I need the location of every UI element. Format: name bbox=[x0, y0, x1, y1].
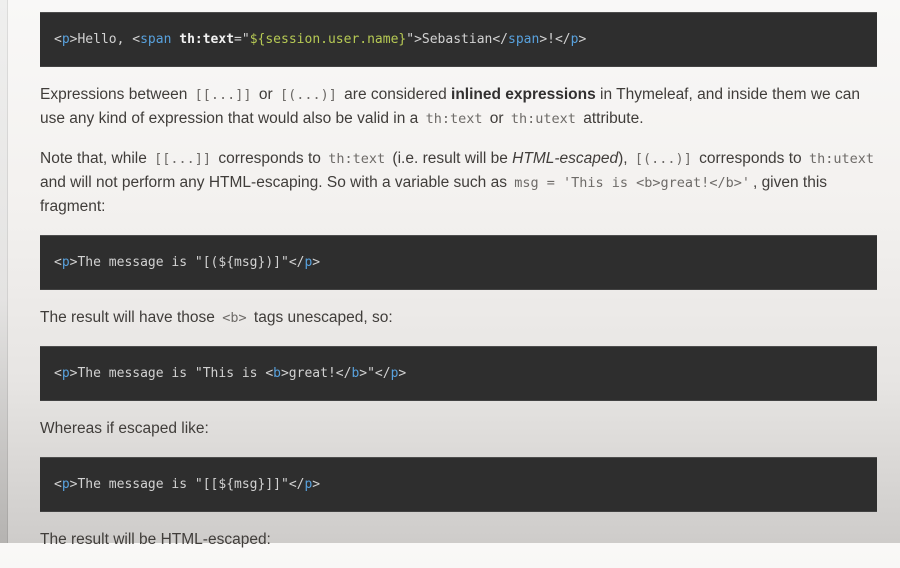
segment-pln: > bbox=[578, 32, 587, 47]
segment-text: Whereas if escaped like: bbox=[40, 420, 209, 437]
segment-pln: </ bbox=[554, 32, 571, 47]
segment-text: in Thymeleaf, and inside them we can use… bbox=[40, 86, 860, 127]
segment-code: [(...)] bbox=[634, 151, 692, 167]
segment-pln: >The message is "[[${msg}]]" bbox=[69, 477, 289, 492]
segment-tag: p bbox=[61, 477, 70, 492]
segment-text: Note that, while bbox=[40, 150, 152, 167]
segment-pln: =" bbox=[234, 32, 250, 47]
segment-i: HTML-escaped bbox=[512, 150, 619, 167]
segment-attr: th:text bbox=[179, 32, 235, 47]
segment-code: msg = 'This is <b>great!</b>' bbox=[514, 175, 750, 191]
segment-tag: b bbox=[351, 366, 360, 381]
paragraph-whereas-escaped: Whereas if escaped like: bbox=[40, 417, 877, 441]
segment-text: or bbox=[254, 86, 277, 103]
segment-text: (i.e. result will be bbox=[388, 150, 513, 167]
segment-text: and will not perform any HTML-escaping. … bbox=[40, 174, 512, 191]
segment-code: [[...]] bbox=[194, 87, 252, 103]
segment-tag: p bbox=[304, 477, 313, 492]
segment-pln: < bbox=[132, 32, 141, 47]
segment-pln: > bbox=[312, 255, 321, 270]
segment-pln: >The message is "[(${msg})]" bbox=[69, 255, 289, 270]
segment-pln: </ bbox=[492, 32, 508, 47]
segment-code: <b> bbox=[222, 310, 247, 326]
left-edge-strip bbox=[0, 0, 8, 543]
segment-tag: span bbox=[140, 32, 172, 47]
segment-pln: < bbox=[54, 366, 62, 381]
segment-tag: p bbox=[304, 255, 313, 270]
segment-tag: p bbox=[61, 255, 70, 270]
segment-text: tags unescaped, so: bbox=[249, 309, 393, 326]
segment-pln: >! bbox=[539, 32, 555, 47]
segment-pln: </ bbox=[288, 477, 305, 492]
segment-pln: < bbox=[265, 366, 274, 381]
segment-text: Expressions between bbox=[40, 86, 192, 103]
code-block-hello-span: <p>Hello, <span th:text="${session.user.… bbox=[40, 12, 877, 67]
segment-pln: >The message is "This is bbox=[69, 366, 266, 381]
segment-pln: < bbox=[54, 477, 62, 492]
segment-code: th:text bbox=[425, 111, 483, 127]
segment-text: ), bbox=[618, 150, 632, 167]
code-block-rendered-message: <p>The message is "This is <b>great!</b>… bbox=[40, 346, 877, 401]
segment-pln: >great! bbox=[280, 366, 336, 381]
segment-pln: < bbox=[54, 32, 62, 47]
segment-tag: p bbox=[390, 366, 399, 381]
segment-tag: p bbox=[61, 32, 70, 47]
segment-text: corresponds to bbox=[694, 150, 806, 167]
segment-text: attribute. bbox=[578, 110, 644, 127]
segment-text: or bbox=[485, 110, 508, 127]
segment-tag: p bbox=[570, 32, 579, 47]
segment-code: [[...]] bbox=[154, 151, 212, 167]
segment-pln: ">Sebastian bbox=[406, 32, 493, 47]
segment-val: ${session.user.name} bbox=[249, 32, 407, 47]
segment-code: th:utext bbox=[510, 111, 576, 127]
segment-pln: >" bbox=[359, 366, 375, 381]
segment-tag: span bbox=[508, 32, 540, 47]
paragraph-inlined-expressions: Expressions between [[...]] or [(...)] a… bbox=[40, 83, 877, 131]
segment-text: are considered bbox=[339, 86, 452, 103]
segment-pln: </ bbox=[374, 366, 391, 381]
segment-tag: b bbox=[273, 366, 281, 381]
segment-text: corresponds to bbox=[214, 150, 326, 167]
segment-code: [(...)] bbox=[279, 87, 337, 103]
segment-pln: >Hello, bbox=[69, 32, 133, 47]
paragraph-result-escaped: The result will be HTML-escaped: bbox=[40, 528, 877, 552]
paragraph-note-escaping: Note that, while [[...]] corresponds to … bbox=[40, 147, 877, 219]
segment-pln: </ bbox=[335, 366, 352, 381]
segment-code: th:text bbox=[328, 151, 386, 167]
segment-b: inlined expressions bbox=[451, 86, 596, 103]
segment-pln: > bbox=[312, 477, 321, 492]
code-block-unescaped-expression: <p>The message is "[(${msg})]"</p> bbox=[40, 235, 877, 290]
segment-text: The result will have those bbox=[40, 309, 220, 326]
segment-text: , given this fragment: bbox=[40, 174, 828, 215]
segment-pln: < bbox=[54, 255, 62, 270]
segment-text: The result will be HTML-escaped: bbox=[40, 531, 271, 548]
documentation-content: <p>Hello, <span th:text="${session.user.… bbox=[40, 0, 877, 568]
paragraph-result-unescaped: The result will have those <b> tags unes… bbox=[40, 306, 877, 330]
segment-pln: </ bbox=[288, 255, 305, 270]
segment-tag: p bbox=[61, 366, 70, 381]
segment-code: th:utext bbox=[808, 151, 875, 167]
segment-pln: > bbox=[398, 366, 407, 381]
code-block-escaped-expression: <p>The message is "[[${msg}]]"</p> bbox=[40, 457, 877, 512]
